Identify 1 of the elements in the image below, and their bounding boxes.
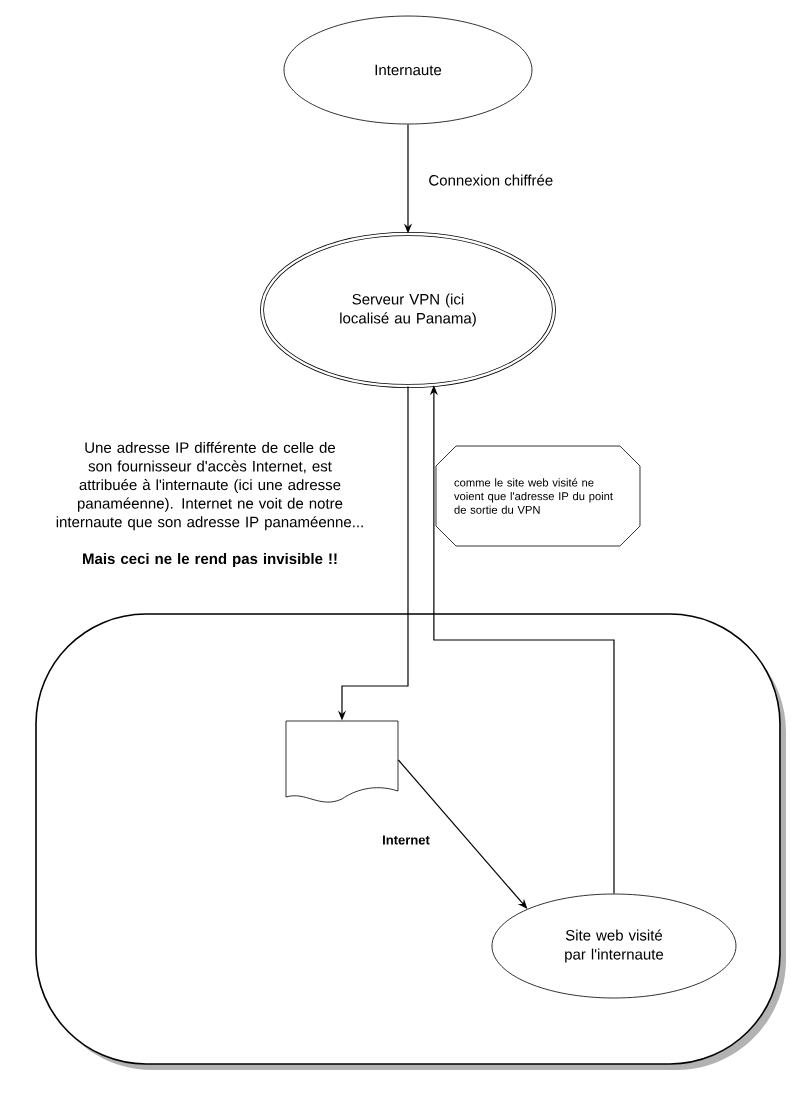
- document-shape: [285, 720, 399, 803]
